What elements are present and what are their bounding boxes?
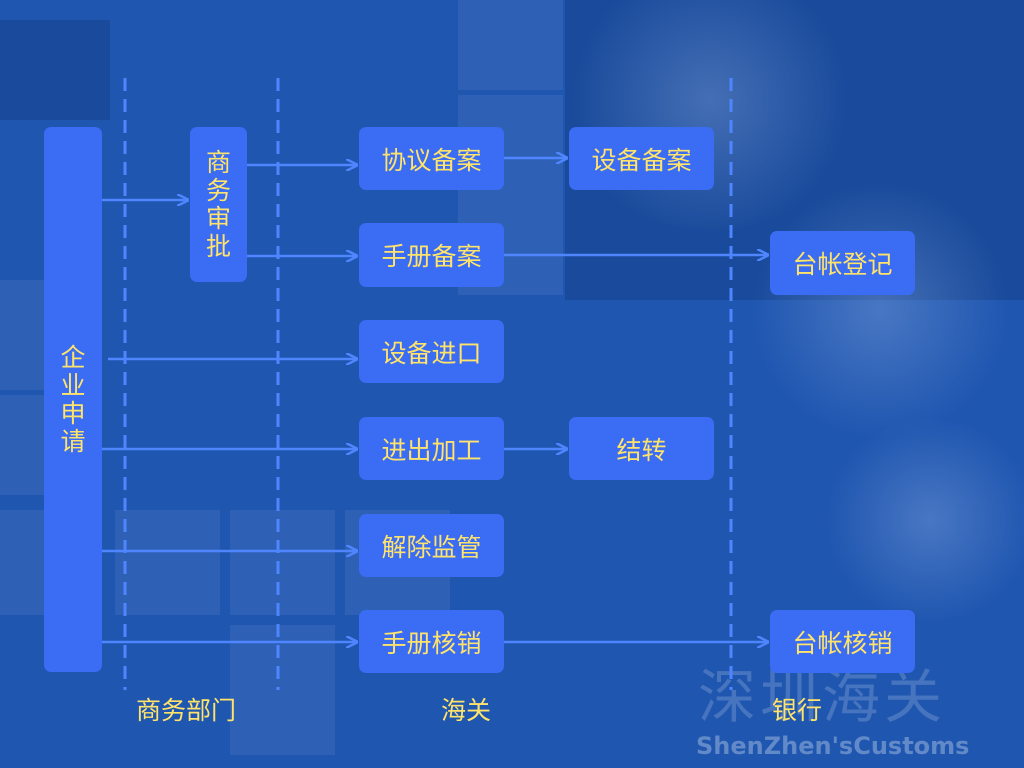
enterprise-char: 业 — [60, 370, 86, 400]
enterprise-char: 企 — [60, 342, 86, 372]
approval-char: 批 — [205, 231, 231, 261]
commerce-approval-box: 商 务 审 批 — [190, 127, 247, 282]
manual-writeoff-box: 手册核销 — [359, 610, 504, 673]
approval-char: 务 — [205, 175, 231, 205]
release-supervision-box: 解除监管 — [359, 514, 504, 577]
approval-char: 审 — [205, 203, 231, 233]
transfer-box: 结转 — [569, 417, 714, 480]
agreement-filing-box: 协议备案 — [359, 127, 504, 190]
processing-box: 进出加工 — [359, 417, 504, 480]
lane-label-commerce: 商务部门 — [136, 696, 237, 725]
enterprise-char: 请 — [60, 426, 86, 456]
ledger-register-box: 台帐登记 — [770, 231, 915, 295]
lane-label-customs: 海关 — [441, 696, 492, 725]
enterprise-application-box: 企 业 申 请 — [44, 127, 102, 672]
lane-label-bank: 银行 — [772, 696, 823, 725]
enterprise-char: 申 — [60, 398, 86, 428]
manual-filing-box: 手册备案 — [359, 223, 504, 287]
approval-char: 商 — [205, 147, 231, 177]
watermark-chinese: 深圳海关 — [698, 663, 947, 731]
equipment-filing-box: 设备备案 — [569, 127, 714, 190]
ledger-writeoff-box: 台帐核销 — [770, 610, 915, 673]
equipment-import-box: 设备进口 — [359, 320, 504, 383]
watermark-english: ShenZhen'sCustoms — [696, 732, 970, 760]
